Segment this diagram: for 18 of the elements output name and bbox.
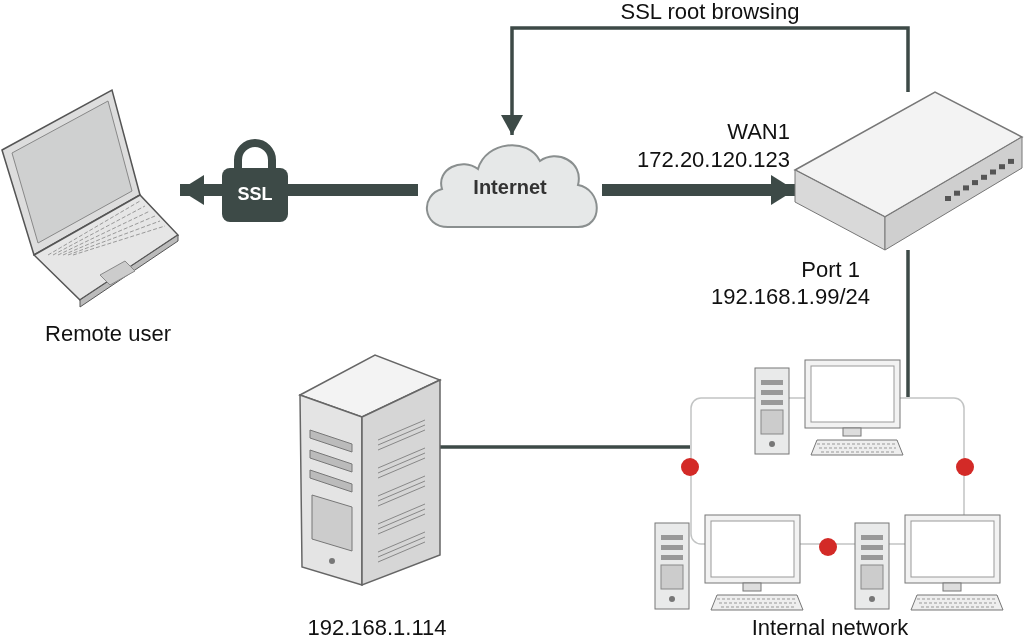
- node-label: Port 1: [801, 258, 860, 283]
- arrow: [180, 175, 222, 205]
- node-label: 192.168.1.114: [307, 616, 447, 640]
- node-label: Internal network: [751, 616, 909, 640]
- arrow: [602, 175, 795, 205]
- node-label: SSL: [237, 185, 273, 205]
- connector-line: [288, 184, 418, 196]
- connector-line: [440, 445, 690, 449]
- server-tower-drawing: [300, 355, 440, 585]
- node-label: Internet: [473, 176, 547, 198]
- node-label: 192.168.1.99/24: [710, 285, 870, 310]
- node-label: Remote user: [45, 322, 171, 347]
- connector-line: [906, 250, 910, 397]
- node-label: 172.20.120.123: [637, 148, 790, 173]
- firewall-appliance-drawing: [795, 92, 1022, 250]
- node-label: WAN1: [727, 120, 790, 145]
- network-ring: [690, 397, 965, 545]
- arrow: [501, 26, 910, 135]
